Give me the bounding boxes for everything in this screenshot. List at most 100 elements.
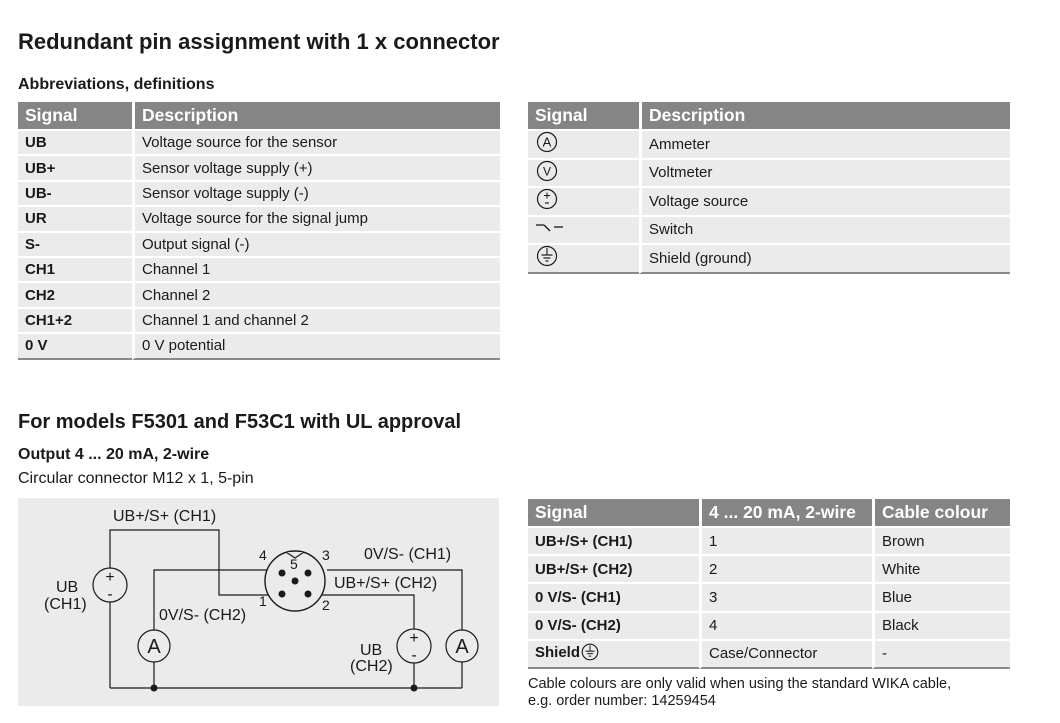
- voltage-source-icon: [535, 188, 559, 214]
- table3-header-signal: Signal: [528, 499, 699, 528]
- output-heading: Output 4 ... 20 mA, 2-wire: [18, 446, 210, 463]
- colour-cell: -: [872, 640, 1010, 669]
- pin-label: 4: [259, 547, 267, 563]
- plus-sign: +: [409, 630, 418, 647]
- svg-text:A: A: [147, 636, 161, 658]
- colour-cell: Brown: [872, 528, 1010, 557]
- signal-cell: UB+/S+ (CH1): [528, 528, 699, 557]
- pin-cell: Case/Connector: [699, 640, 872, 669]
- description-cell: Channel 1: [132, 257, 500, 284]
- description-cell: Voltage source for the signal jump: [132, 207, 500, 233]
- colour-cell: Black: [872, 612, 1010, 641]
- cable-note-line2: e.g. order number: 14259454: [528, 693, 716, 709]
- pin-label: 5: [290, 556, 298, 572]
- signal-cell: 0 V: [18, 334, 132, 360]
- table-row: UB-Sensor voltage supply (-): [18, 181, 500, 208]
- label-ub-ch2: UB: [360, 642, 382, 659]
- table-row: A Ammeter: [528, 131, 1010, 160]
- table3-header-cable-colour: Cable colour: [872, 499, 1010, 528]
- description-cell: Ammeter: [639, 131, 1010, 160]
- description-cell: Switch: [639, 216, 1010, 245]
- description-cell: Shield (ground): [639, 245, 1010, 274]
- symbols-table: Signal Description A Ammeter V Voltmeter…: [528, 102, 1010, 274]
- ammeter-ch2-icon: [137, 629, 171, 663]
- label-ub-s-ch1: UB+/S+ (CH1): [113, 508, 216, 525]
- label-0v-s-ch2: 0V/S- (CH2): [159, 607, 246, 624]
- signal-cell: 0 V/S- (CH2): [528, 612, 699, 641]
- description-cell: Output signal (-): [132, 232, 500, 258]
- pin-assignment-table: Signal 4 ... 20 mA, 2-wire Cable colour …: [528, 499, 1010, 669]
- signal-cell: UR: [18, 207, 132, 233]
- ammeter-icon: A: [535, 131, 559, 157]
- pin-cell: 4: [699, 612, 872, 641]
- table-row: V Voltmeter: [528, 159, 1010, 188]
- pin-label: 2: [322, 597, 330, 613]
- wire-ch2-supply: [318, 594, 415, 629]
- pin-cell: 1: [699, 528, 872, 557]
- abbreviations-heading: Abbreviations, definitions: [18, 76, 215, 93]
- label-0v-s-ch1: 0V/S- (CH1): [364, 546, 451, 563]
- table2-header-description: Description: [639, 102, 1010, 131]
- svg-text:A: A: [455, 636, 469, 658]
- label-ub: UB: [56, 579, 78, 596]
- table2-header-signal: Signal: [528, 102, 639, 131]
- cable-note: Cable colours are only valid when using …: [528, 676, 951, 710]
- table-row: Shield (ground): [528, 245, 1010, 274]
- signal-cell: CH2: [18, 283, 132, 309]
- wiring-diagram: + - + - A A 1 2 3 4 5 UB+/S+ (CH1) UB (C…: [18, 498, 499, 706]
- table-row: Switch: [528, 216, 1010, 245]
- description-cell: Channel 1 and channel 2: [132, 308, 500, 335]
- ground-icon: [581, 643, 599, 665]
- table-row: Voltage source: [528, 188, 1010, 217]
- signal-cell: UB+: [18, 156, 132, 182]
- signal-cell: CH1: [18, 257, 132, 284]
- signal-cell: CH1+2: [18, 308, 132, 335]
- description-cell: Voltmeter: [639, 159, 1010, 188]
- wire-ch1-supply: [109, 529, 318, 596]
- signal-cell: 0 V/S- (CH1): [528, 584, 699, 613]
- signal-cell: UB-: [18, 181, 132, 208]
- table3-header-output: 4 ... 20 mA, 2-wire: [699, 499, 872, 528]
- table-row: S-Output signal (-): [18, 232, 500, 258]
- cable-note-line1: Cable colours are only valid when using …: [528, 676, 952, 692]
- wire-ch2-ground: [153, 569, 278, 631]
- description-cell: Channel 2: [132, 283, 500, 309]
- table-row: UB+Sensor voltage supply (+): [18, 156, 500, 182]
- description-cell: 0 V potential: [132, 334, 500, 360]
- pin-cell: 2: [699, 556, 872, 585]
- signal-cell: UB: [18, 131, 132, 157]
- description-cell: Sensor voltage supply (+): [132, 156, 500, 182]
- plus-sign: +: [105, 569, 114, 586]
- pin-cell: 3: [699, 584, 872, 613]
- label-ub-s-ch2: UB+/S+ (CH2): [334, 575, 437, 592]
- svg-text:V: V: [543, 164, 551, 178]
- junction-dot: [410, 684, 418, 692]
- description-cell: Voltage source: [639, 188, 1010, 217]
- minus-sign: -: [411, 647, 416, 664]
- ammeter-ch1-icon: [445, 629, 479, 663]
- colour-cell: Blue: [872, 584, 1010, 613]
- ground-icon: [535, 245, 559, 271]
- description-cell: Voltage source for the sensor: [132, 131, 500, 157]
- signal-cell: UB+/S+ (CH2): [528, 556, 699, 585]
- page-title: Redundant pin assignment with 1 x connec…: [18, 29, 500, 54]
- table1-header-signal: Signal: [18, 102, 132, 131]
- signal-cell: S-: [18, 232, 132, 258]
- table1-header-description: Description: [132, 102, 500, 131]
- table-row: Shield Case/Connector -: [528, 640, 1010, 669]
- signal-cell: Shield: [535, 643, 581, 661]
- voltage-source-ch1-icon: [92, 567, 128, 603]
- label-ch2: (CH2): [350, 658, 393, 675]
- pin-label: 1: [259, 593, 267, 609]
- colour-cell: White: [872, 556, 1010, 585]
- connector-description: Circular connector M12 x 1, 5-pin: [18, 470, 254, 487]
